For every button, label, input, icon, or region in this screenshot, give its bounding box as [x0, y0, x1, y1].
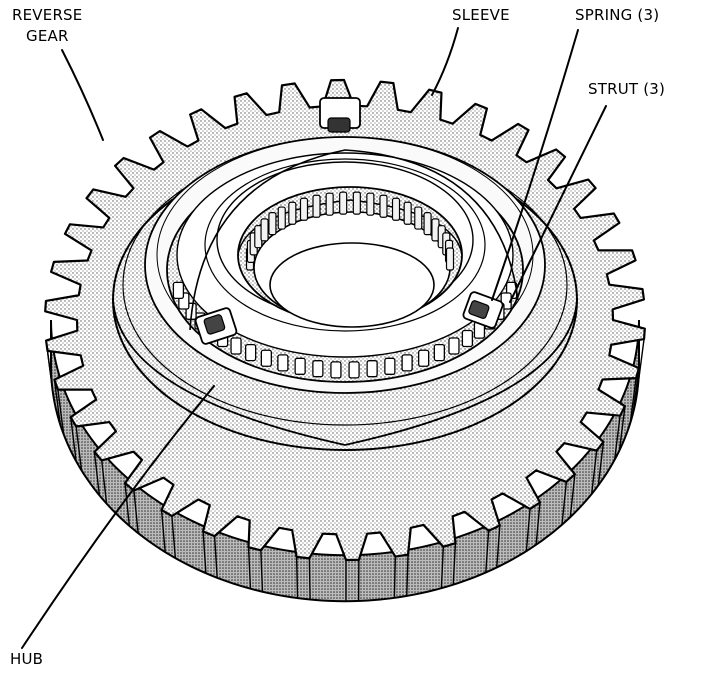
- tooth-edge: [569, 474, 576, 518]
- tooth-edge: [452, 543, 457, 585]
- tooth-edge: [295, 556, 299, 599]
- hub-spline: [461, 329, 474, 348]
- label-reverse-gear-line2: GEAR: [26, 27, 69, 45]
- tooth-edge: [213, 536, 218, 578]
- hub-spline: [401, 354, 413, 372]
- bearing-needle: [414, 206, 423, 230]
- tooth-edge: [124, 483, 131, 526]
- spring-ring: [189, 149, 519, 331]
- tooth-edge: [53, 379, 61, 425]
- bearing-needle: [268, 212, 277, 236]
- tooth-edge: [260, 550, 264, 592]
- hub-spline: [277, 354, 289, 372]
- label-spring: SPRING (3): [575, 6, 660, 24]
- tooth-edge: [57, 389, 65, 435]
- tooth-edge: [202, 531, 207, 574]
- hub-spline: [172, 281, 185, 300]
- strut-top: [319, 97, 361, 133]
- tooth-edge: [613, 415, 621, 460]
- hub-spline: [348, 361, 360, 379]
- bearing-needle: [366, 192, 375, 216]
- tooth-edge: [535, 502, 541, 545]
- tooth-edge: [133, 490, 139, 534]
- needle-bearing: [237, 186, 463, 328]
- bearing-needle: [391, 197, 401, 221]
- hub-spline: [312, 360, 324, 378]
- bearing-needle: [339, 191, 348, 215]
- bearing-needle: [277, 206, 286, 230]
- bearing-needle: [445, 247, 455, 271]
- label-reverse-gear-line1: REVERSE: [12, 6, 83, 24]
- bearing-needle: [379, 194, 388, 218]
- hub-spline: [433, 343, 445, 362]
- tooth-edge: [496, 525, 501, 568]
- label-sleeve: SLEEVE: [452, 6, 510, 24]
- spring-leader: [491, 29, 579, 301]
- hub-spline: [230, 337, 242, 355]
- tooth-edge: [93, 451, 101, 496]
- tooth-edge: [637, 338, 645, 385]
- strut-right: [462, 291, 504, 329]
- tooth-edge: [597, 441, 605, 486]
- bearing-needle: [299, 197, 309, 221]
- tooth-edge: [160, 509, 166, 553]
- hub-spline: [448, 337, 460, 355]
- tooth-edge: [45, 340, 53, 387]
- bearing-needle: [352, 191, 361, 215]
- sleeve-leader: [431, 27, 459, 96]
- bearing-needle: [288, 201, 297, 225]
- strut-left: [194, 307, 238, 345]
- label-strut: STRUT (3): [588, 80, 666, 98]
- bearing-needle: [403, 201, 412, 225]
- hub-leader: [21, 385, 215, 649]
- label-hub: HUB: [10, 650, 44, 668]
- tooth-edge: [440, 546, 445, 589]
- hub-spline: [418, 349, 430, 367]
- tooth-edge: [561, 481, 568, 525]
- tooth-edge: [590, 450, 598, 495]
- reverse-gear-leader: [61, 49, 104, 141]
- tooth-edge: [406, 554, 409, 596]
- bearing-needle: [325, 192, 334, 216]
- tooth-edge: [308, 558, 311, 600]
- bearing-needle: [260, 218, 269, 242]
- tooth-edge: [629, 378, 637, 424]
- tooth-edge: [247, 547, 252, 589]
- hub-spline: [294, 357, 306, 375]
- hub-spline: [260, 349, 272, 367]
- hub-spline: [330, 361, 342, 379]
- bearing-needle: [423, 212, 432, 236]
- tooth-edge: [69, 417, 77, 462]
- strut-leader: [509, 105, 607, 303]
- hub-spline: [245, 343, 257, 362]
- hub-spline: [384, 357, 396, 375]
- tooth-edge: [171, 515, 177, 559]
- tooth-edge: [632, 367, 640, 414]
- tooth-edge: [101, 460, 108, 504]
- tooth-edge: [485, 530, 490, 573]
- tooth-edge: [75, 426, 83, 471]
- bearing-needle: [312, 194, 321, 218]
- tooth-edge: [618, 406, 626, 451]
- tooth-edge: [393, 556, 397, 598]
- tooth-edge: [525, 508, 531, 552]
- hub-spline: [366, 360, 378, 378]
